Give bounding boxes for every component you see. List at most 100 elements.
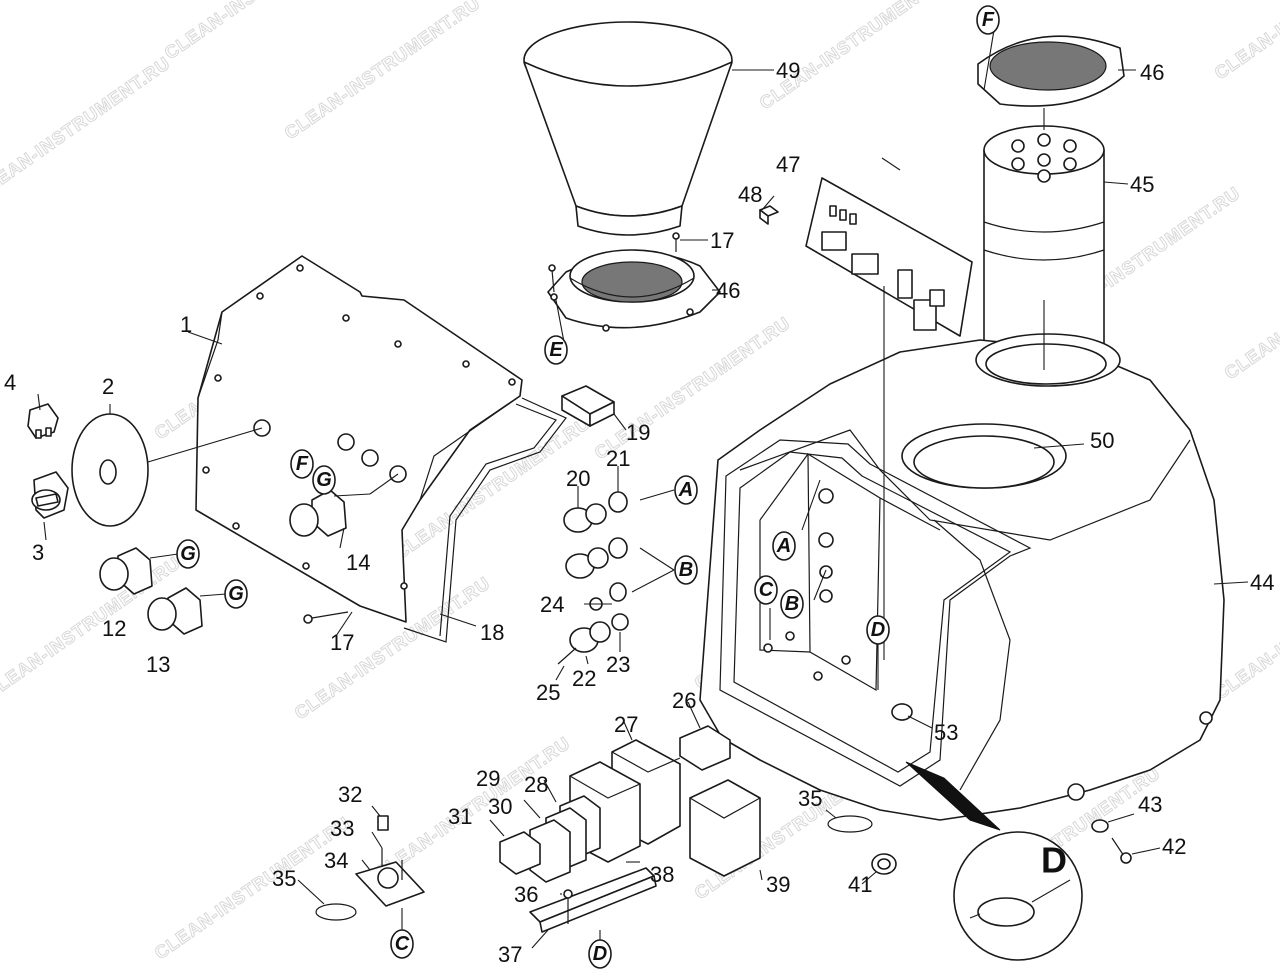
callout-47: 47 bbox=[776, 152, 800, 177]
svg-text:A: A bbox=[776, 535, 791, 557]
callout-35-right: 35 bbox=[798, 786, 822, 811]
watermark: CLEAN-INSTRUMENT.RU bbox=[151, 813, 354, 964]
callout-13: 13 bbox=[146, 652, 170, 677]
callout-43: 43 bbox=[1138, 792, 1162, 817]
marker-f-panel: F bbox=[290, 449, 314, 479]
callout-46: 46 bbox=[1140, 60, 1164, 85]
callout-20: 20 bbox=[566, 466, 590, 491]
callout-1: 1 bbox=[180, 312, 192, 337]
block-part-48 bbox=[759, 205, 779, 225]
svg-text:A: A bbox=[678, 479, 693, 501]
relay-39 bbox=[689, 779, 761, 877]
pcb-part bbox=[805, 177, 973, 337]
callout-36: 36 bbox=[514, 882, 538, 907]
clamp-35-right bbox=[827, 815, 873, 833]
funnel-part bbox=[523, 21, 733, 236]
watermark: CLEAN-INSTRUMENT.RU bbox=[1211, 0, 1280, 83]
callout-28: 28 bbox=[524, 772, 548, 797]
screw-42 bbox=[1111, 837, 1132, 864]
disc-part bbox=[71, 413, 149, 527]
callout-35-left: 35 bbox=[272, 866, 296, 891]
callout-32: 32 bbox=[338, 782, 362, 807]
callout-33: 33 bbox=[330, 816, 354, 841]
callout-48: 48 bbox=[738, 182, 762, 207]
callout-46-left: 46 bbox=[716, 278, 740, 303]
callout-49: 49 bbox=[776, 58, 800, 83]
marker-e-left: E bbox=[544, 335, 568, 365]
callout-2: 2 bbox=[102, 374, 114, 399]
terminal-block-26 bbox=[679, 725, 731, 771]
callout-27: 27 bbox=[614, 712, 638, 737]
marker-a-right: A bbox=[674, 475, 698, 505]
marker-d-bottom: D bbox=[588, 939, 612, 969]
marker-c-housing: C bbox=[754, 575, 778, 605]
callout-24: 24 bbox=[540, 592, 564, 617]
callout-23: 23 bbox=[606, 652, 630, 677]
callout-3: 3 bbox=[32, 540, 44, 565]
cable-gland-group bbox=[557, 491, 629, 665]
svg-text:F: F bbox=[982, 9, 995, 31]
callout-18: 18 bbox=[480, 620, 504, 645]
screw-33 bbox=[381, 848, 403, 880]
callout-14: 14 bbox=[346, 550, 370, 575]
callout-12: 12 bbox=[102, 616, 126, 641]
housing-part bbox=[699, 333, 1225, 821]
svg-text:C: C bbox=[759, 579, 774, 601]
marker-g-button: G bbox=[224, 579, 248, 609]
svg-text:C: C bbox=[395, 933, 410, 955]
screw-36 bbox=[563, 889, 573, 924]
callout-19: 19 bbox=[626, 420, 650, 445]
callout-45: 45 bbox=[1130, 172, 1154, 197]
marker-c-bottom: C bbox=[390, 929, 414, 959]
callout-38: 38 bbox=[650, 862, 674, 887]
nut-41 bbox=[871, 853, 897, 875]
detail-view-d: D bbox=[905, 761, 1083, 961]
watermark: CLEAN-INSTRUMENT.RU bbox=[161, 0, 364, 63]
block-32 bbox=[377, 815, 389, 831]
marker-a-housing: A bbox=[772, 531, 796, 561]
screw-part-e bbox=[548, 264, 556, 293]
callout-22: 22 bbox=[572, 666, 596, 691]
marker-d-housing: D bbox=[866, 615, 890, 645]
module-34 bbox=[355, 861, 425, 907]
detail-label-d: D bbox=[1041, 840, 1067, 881]
marker-e-top: F bbox=[976, 5, 1000, 35]
callout-17-bottom: 17 bbox=[330, 630, 354, 655]
callout-31: 31 bbox=[448, 804, 472, 829]
watermark: CLEAN-INSTRUMENT.RU bbox=[0, 53, 174, 204]
screw-part-17-bottom bbox=[303, 611, 349, 624]
marker-b-housing: B bbox=[780, 589, 804, 619]
svg-text:G: G bbox=[316, 469, 332, 491]
callout-53: 53 bbox=[934, 720, 958, 745]
marker-f-button: G bbox=[176, 539, 200, 569]
callout-29: 29 bbox=[476, 766, 500, 791]
filter-cartridge-part bbox=[983, 125, 1105, 372]
svg-text:D: D bbox=[593, 943, 607, 965]
switch-small-part bbox=[27, 403, 59, 439]
button-part-13 bbox=[147, 587, 203, 635]
leader-lines bbox=[37, 29, 1249, 949]
callout-42: 42 bbox=[1162, 834, 1186, 859]
nut-53 bbox=[891, 703, 913, 721]
callout-4: 4 bbox=[4, 370, 16, 395]
gasket-part bbox=[403, 397, 567, 643]
callout-labels: 49 46 45 47 48 17 46 1 2 4 3 12 13 14 17… bbox=[4, 58, 1274, 967]
din-rail-37 bbox=[529, 867, 657, 933]
callout-37: 37 bbox=[498, 942, 522, 967]
callout-17-top: 17 bbox=[710, 228, 734, 253]
filter-grid-right-part bbox=[977, 35, 1125, 107]
callout-30: 30 bbox=[488, 794, 512, 819]
callout-44: 44 bbox=[1250, 570, 1274, 595]
svg-text:F: F bbox=[296, 453, 309, 475]
svg-text:E: E bbox=[549, 339, 563, 361]
block-part bbox=[561, 385, 615, 427]
svg-text:G: G bbox=[180, 543, 196, 565]
terminal-blocks-28-31 bbox=[499, 795, 601, 883]
letter-markers: F E F G G G A B bbox=[176, 5, 1000, 969]
callout-39: 39 bbox=[766, 872, 790, 897]
screw-part-17-top bbox=[672, 232, 680, 252]
svg-text:D: D bbox=[871, 619, 885, 641]
clamp-35-left bbox=[315, 903, 357, 921]
washer-43 bbox=[1091, 819, 1109, 833]
